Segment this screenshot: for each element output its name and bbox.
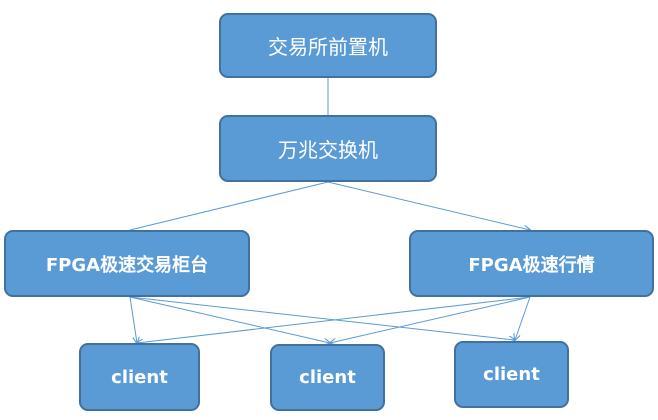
edge-switch-10g-to-fpga-market-data <box>327 181 530 230</box>
client-node-2: client <box>270 344 385 411</box>
edge-switch-10g-to-fpga-trading-counter <box>129 181 329 231</box>
client-label-1: client <box>111 366 168 388</box>
edge-fpga-market-data-to-client-1 <box>137 296 531 343</box>
edge-fpga-market-data-to-client-3 <box>515 296 531 340</box>
client-node-3: client <box>454 341 569 408</box>
switch-10g-node: 万兆交换机 <box>219 115 437 182</box>
client-label-2: client <box>299 367 356 388</box>
exchange-gateway-label: 交易所前置机 <box>268 35 388 59</box>
fpga-trading-counter-node: FPGA极速交易柜台 <box>4 230 250 297</box>
edge-fpga-trading-counter-to-client-2 <box>129 296 330 343</box>
fpga-trading-counter-label: FPGA极速交易柜台 <box>45 254 209 276</box>
edge-fpga-trading-counter-to-client-3 <box>129 296 515 340</box>
exchange-gateway-node: 交易所前置机 <box>219 13 437 78</box>
client-node-1: client <box>79 343 200 411</box>
fpga-market-data-node: FPGA极速行情 <box>409 230 654 297</box>
client-label-3: client <box>483 364 540 385</box>
fpga-market-data-label: FPGA极速行情 <box>468 254 595 276</box>
switch-10g-label: 万兆交换机 <box>278 138 378 162</box>
edge-fpga-market-data-to-client-2 <box>330 296 531 343</box>
edge-fpga-trading-counter-to-client-1 <box>129 296 137 343</box>
